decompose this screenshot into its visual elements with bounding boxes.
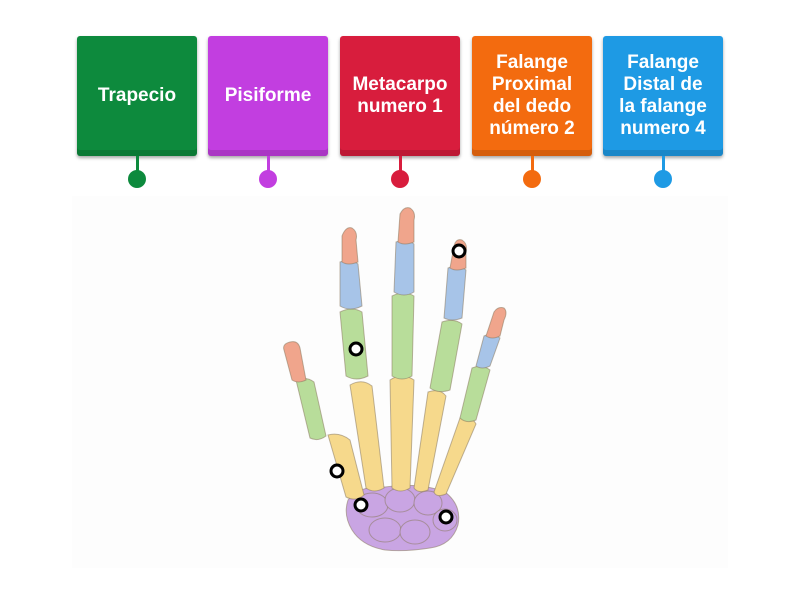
card-connector xyxy=(662,156,665,172)
card-pin xyxy=(654,170,672,188)
metacarpal-bones xyxy=(327,375,477,500)
card-pisiforme[interactable]: Pisiforme xyxy=(208,36,328,156)
card-label: Trapecio xyxy=(97,85,177,106)
drop-target-marker[interactable] xyxy=(438,509,454,525)
card-label: Falange Distal de la falange numero 4 xyxy=(619,52,707,139)
hand-skeleton-image xyxy=(72,196,728,568)
card-metacarpo-1[interactable]: Metacarpo numero 1 xyxy=(340,36,460,156)
card-label: Metacarpo numero 1 xyxy=(352,74,448,117)
card-connector xyxy=(267,156,270,172)
card-label: Pisiforme xyxy=(224,85,312,106)
hand-skeleton-drawing xyxy=(283,207,507,552)
label-cards-row: Trapecio Pisiforme Metacarpo numero 1 Fa… xyxy=(0,0,800,200)
drop-target-marker[interactable] xyxy=(329,463,345,479)
drop-target-marker[interactable] xyxy=(353,497,369,513)
card-falange-distal-4[interactable]: Falange Distal de la falange numero 4 xyxy=(603,36,723,156)
card-connector xyxy=(399,156,402,172)
card-pin xyxy=(128,170,146,188)
card-pin xyxy=(259,170,277,188)
drop-target-marker[interactable] xyxy=(451,243,467,259)
drop-target-marker[interactable] xyxy=(348,341,364,357)
card-pin xyxy=(523,170,541,188)
card-label: Falange Proximal del dedo número 2 xyxy=(489,52,575,139)
card-pin xyxy=(391,170,409,188)
card-falange-proximal-2[interactable]: Falange Proximal del dedo número 2 xyxy=(472,36,592,156)
card-trapecio[interactable]: Trapecio xyxy=(77,36,197,156)
card-connector xyxy=(136,156,139,172)
card-connector xyxy=(531,156,534,172)
